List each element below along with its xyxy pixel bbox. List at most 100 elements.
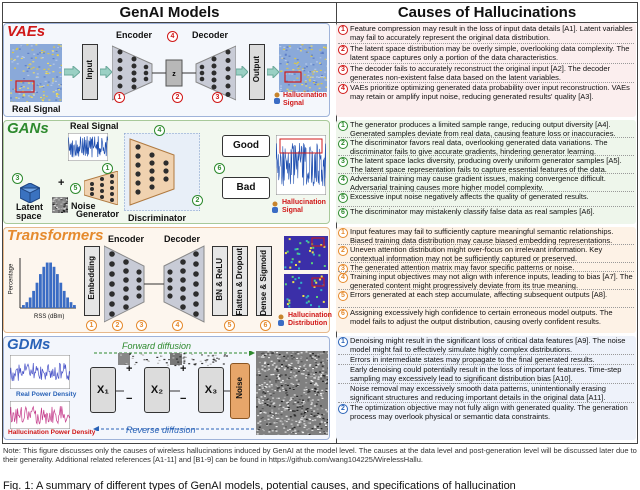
pixel bbox=[305, 382, 308, 384]
pixel bbox=[287, 405, 289, 407]
pixel bbox=[26, 70, 29, 72]
cause-separator bbox=[338, 271, 634, 272]
gdm-plus-1: + bbox=[126, 363, 133, 375]
pixel bbox=[204, 359, 207, 361]
pixel bbox=[318, 363, 321, 365]
vae-cause-text: The decoder fails to accurately reconstr… bbox=[350, 64, 611, 82]
pixel bbox=[304, 411, 306, 413]
pixel bbox=[61, 211, 63, 213]
pixel bbox=[57, 93, 60, 95]
pixel bbox=[279, 365, 282, 368]
person-icon bbox=[278, 314, 284, 326]
pixel bbox=[324, 71, 326, 73]
gan-good-box: Good bbox=[222, 135, 270, 157]
pixel bbox=[305, 377, 308, 379]
pixel bbox=[60, 64, 62, 66]
pixel bbox=[286, 429, 289, 431]
pixel bbox=[57, 44, 60, 46]
pixel bbox=[320, 415, 323, 417]
pixel bbox=[316, 408, 319, 410]
tr-rss-label: RSS (dBm) bbox=[34, 314, 65, 320]
pixel bbox=[274, 428, 277, 431]
pixel bbox=[276, 368, 279, 371]
gan-cause-text: Excessive input noise negatively affects… bbox=[350, 192, 589, 201]
neuron bbox=[143, 70, 149, 76]
pixel bbox=[314, 387, 317, 389]
pixel bbox=[276, 370, 279, 372]
pixel bbox=[131, 357, 134, 359]
pixel bbox=[296, 424, 299, 426]
pixel bbox=[264, 378, 267, 380]
neuron bbox=[110, 192, 114, 196]
pixel bbox=[55, 197, 58, 199]
pixel bbox=[273, 362, 276, 364]
pixel bbox=[57, 209, 60, 211]
neuron bbox=[136, 277, 142, 283]
pixel bbox=[285, 49, 288, 51]
pixel bbox=[278, 360, 281, 362]
pixel bbox=[298, 70, 301, 72]
pixel bbox=[279, 405, 282, 407]
pixel bbox=[18, 93, 21, 95]
rss-histogram bbox=[19, 258, 76, 309]
pixel bbox=[281, 387, 284, 389]
pixel bbox=[57, 47, 60, 49]
pixel bbox=[270, 374, 273, 376]
pixel bbox=[321, 397, 324, 399]
pixel bbox=[175, 358, 178, 360]
neuron bbox=[131, 63, 137, 69]
gan-plus: + bbox=[58, 177, 65, 189]
pixel bbox=[324, 58, 327, 60]
pixel bbox=[312, 81, 315, 83]
pixel bbox=[262, 400, 264, 402]
gdm-noise-image bbox=[256, 351, 328, 435]
histogram-bar bbox=[56, 274, 59, 308]
pixel bbox=[301, 430, 304, 433]
pixel bbox=[298, 368, 300, 370]
pixel bbox=[317, 429, 320, 431]
pixel bbox=[261, 402, 264, 404]
pixel bbox=[294, 430, 297, 432]
vae-input-box bbox=[82, 44, 98, 100]
pixel bbox=[309, 422, 312, 424]
pixel bbox=[277, 380, 280, 382]
pixel bbox=[276, 388, 279, 390]
gan-discriminator-net bbox=[124, 133, 200, 211]
pixel bbox=[283, 396, 286, 398]
pixel bbox=[280, 411, 283, 413]
pixel bbox=[286, 46, 289, 48]
pixel bbox=[132, 355, 135, 357]
pixel bbox=[36, 73, 39, 75]
pixel bbox=[327, 428, 328, 430]
neuron bbox=[135, 162, 141, 168]
cause-separator bbox=[338, 364, 634, 365]
pixel bbox=[320, 83, 323, 85]
pixel bbox=[258, 374, 261, 376]
real-power-density-plot bbox=[10, 355, 70, 389]
pixel bbox=[281, 57, 284, 59]
pixel bbox=[281, 423, 284, 425]
pixel bbox=[268, 357, 270, 359]
pixel bbox=[298, 404, 301, 406]
heat-cell bbox=[288, 302, 291, 304]
histogram-bar bbox=[25, 302, 29, 308]
pixel bbox=[216, 357, 219, 359]
pixel bbox=[318, 415, 321, 417]
pixel bbox=[303, 67, 306, 69]
gan-cause-number: 3 bbox=[338, 157, 348, 167]
pixel bbox=[275, 426, 278, 428]
cause-separator bbox=[338, 262, 634, 263]
pixel bbox=[301, 69, 304, 71]
neuron bbox=[167, 293, 173, 299]
pixel bbox=[261, 368, 264, 370]
pixel bbox=[56, 76, 59, 78]
pixel bbox=[57, 208, 60, 210]
pixel bbox=[42, 91, 45, 93]
pixel bbox=[58, 89, 61, 91]
pixel bbox=[275, 380, 277, 382]
pixel bbox=[140, 353, 143, 355]
neuron bbox=[117, 83, 123, 89]
pixel bbox=[51, 53, 54, 56]
